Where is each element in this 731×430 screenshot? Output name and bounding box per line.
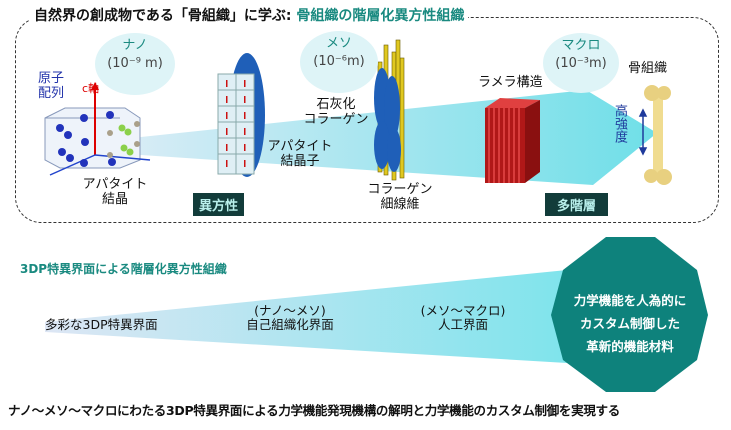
goal-line1: 力学機能を人為的に xyxy=(573,293,687,308)
multilevel-tag: 多階層 xyxy=(545,193,609,216)
scale-meso: メソ (10⁻⁶m) xyxy=(300,31,378,93)
meso-macro-range: (メソ〜マクロ) xyxy=(420,303,506,318)
fibril-line1: コラーゲン xyxy=(367,182,433,197)
mineralized-line2: コラーゲン xyxy=(303,111,369,127)
apatite-crystallite-label: アパタイト 結晶子 xyxy=(262,139,338,170)
collagen-fibril-icon xyxy=(374,39,405,181)
apatite-crystal-line1: アパタイト xyxy=(82,177,148,192)
mineralized-collagen-label: 石灰化 コラーゲン xyxy=(296,97,376,128)
goal-text: 力学機能を人為的に カスタム制御した 革新的機能材料 xyxy=(556,289,704,358)
fibril-line2: 細線維 xyxy=(380,196,420,212)
bone-icon xyxy=(644,85,672,185)
atom-arrangement-label: 原子 配列 xyxy=(38,71,65,102)
scale-macro-label: マクロ xyxy=(561,38,601,53)
mineralized-line1: 石灰化 xyxy=(316,97,356,112)
nano-meso-interface: 自己組織化界面 xyxy=(246,317,334,333)
scale-macro: マクロ (10⁻³m) xyxy=(543,33,619,93)
atom-label-2: 配列 xyxy=(38,85,65,101)
meso-macro-interface: 人工界面 xyxy=(437,317,488,333)
meso-macro-label: (メソ〜マクロ) 人工界面 xyxy=(403,303,523,333)
scale-nano-label: ナノ xyxy=(122,38,148,53)
interface-beam xyxy=(45,270,567,363)
goal-line2: カスタム制御した xyxy=(579,316,680,331)
nano-meso-range: (ナノ〜メソ) xyxy=(254,303,326,318)
crystallite-line1: アパタイト xyxy=(267,139,333,154)
scale-meso-label: メソ xyxy=(325,36,352,51)
high-strength-label: 高強度 xyxy=(612,104,627,143)
apatite-crystal-icon xyxy=(44,82,151,176)
scale-macro-value: (10⁻³m) xyxy=(555,55,607,71)
scale-meso-value: (10⁻⁶m) xyxy=(313,53,365,69)
bone-tissue-label: 骨組織 xyxy=(628,61,668,76)
c-axis-label: c軸 xyxy=(82,82,100,95)
diverse-interface-label: 多彩な3DP特異界面 xyxy=(45,317,158,332)
top-title: 自然界の創成物である「骨組織」に学ぶ: 骨組織の階層化異方性組織 xyxy=(30,8,469,25)
scale-nano: ナノ (10⁻⁹ m) xyxy=(95,33,175,95)
nano-meso-label: (ナノ〜メソ) 自己組織化界面 xyxy=(225,303,355,333)
scale-nano-value: (10⁻⁹ m) xyxy=(107,55,163,71)
atom-label-1: 原子 xyxy=(38,71,65,86)
collagen-fibril-label: コラーゲン 細線維 xyxy=(360,182,440,213)
lamella-structure-icon xyxy=(485,98,540,183)
strength-arrow-icon xyxy=(638,108,648,156)
title-highlight: 骨組織の階層化異方性組織 xyxy=(296,8,465,24)
summary-statement: ナノ〜メソ〜マクロにわたる3DP特異界面による力学機能発現機構の解明と力学機能の… xyxy=(8,403,620,418)
lamella-label: ラメラ構造 xyxy=(478,75,543,90)
apatite-crystal-label: アパタイト 結晶 xyxy=(80,177,150,208)
anisotropy-tag: 異方性 xyxy=(193,193,245,216)
apatite-crystal-line2: 結晶 xyxy=(101,191,128,207)
goal-line3: 革新的機能材料 xyxy=(586,339,674,354)
goal-octagon xyxy=(551,237,708,392)
bottom-subtitle: 3DP特異界面による階層化異方性組織 xyxy=(20,262,227,276)
apatite-crystallite-stack-icon xyxy=(217,53,265,177)
crystallite-line2: 結晶子 xyxy=(280,153,320,169)
title-prefix: 自然界の創成物である「骨組織」に学ぶ: xyxy=(34,8,297,24)
